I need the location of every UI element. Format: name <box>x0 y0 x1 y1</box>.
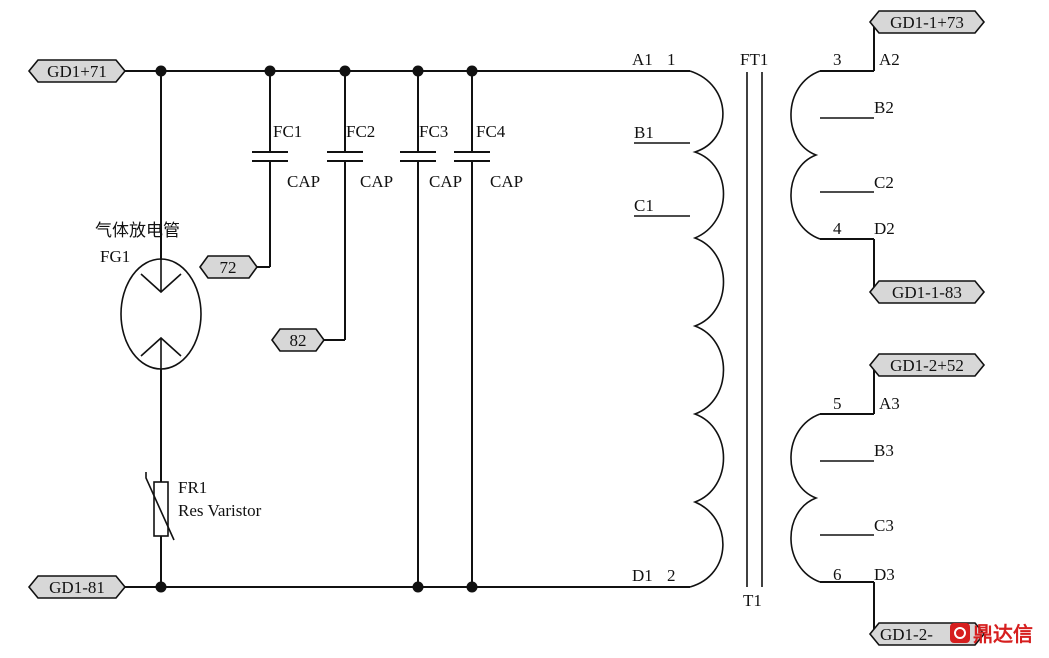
transformer-secondary-1: 3 A2 B2 C2 4 D2 <box>790 22 900 292</box>
gas-discharge-tube-fg1: 气体放电管 FG1 <box>95 71 202 482</box>
port-gd1-plus-71: GD1+71 <box>27 59 127 83</box>
svg-text:1: 1 <box>667 50 676 69</box>
svg-text:CAP: CAP <box>490 172 523 191</box>
svg-text:FC1: FC1 <box>273 122 302 141</box>
svg-text:A1: A1 <box>632 50 653 69</box>
capacitor-fc4: FC4 CAP <box>454 71 523 587</box>
svg-text:鼎达信: 鼎达信 <box>973 622 1033 646</box>
port-gd1-2-plus-52: GD1-2+52 <box>868 353 986 377</box>
port-82: 82 <box>271 328 325 352</box>
svg-text:CAP: CAP <box>429 172 462 191</box>
svg-text:D2: D2 <box>874 219 895 238</box>
svg-text:FC4: FC4 <box>476 122 506 141</box>
svg-text:GD1-1+73: GD1-1+73 <box>890 13 964 32</box>
svg-text:B1: B1 <box>634 123 654 142</box>
watermark-logo: 鼎达信 <box>950 622 1033 646</box>
varistor-name: Res Varistor <box>178 501 262 520</box>
transformer-secondary-2: 5 A3 B3 C3 6 D3 <box>790 365 900 634</box>
svg-text:GD1-1-83: GD1-1-83 <box>892 283 962 302</box>
svg-text:D3: D3 <box>874 565 895 584</box>
svg-text:C1: C1 <box>634 196 654 215</box>
svg-text:GD1-2+52: GD1-2+52 <box>890 356 964 375</box>
gas-tube-ref: FG1 <box>100 247 130 266</box>
svg-text:D1: D1 <box>632 566 653 585</box>
svg-text:FC3: FC3 <box>419 122 448 141</box>
varistor-fr1: FR1 Res Varistor <box>145 472 262 587</box>
capacitor-fc3: FC3 CAP <box>400 71 462 587</box>
svg-text:GD1-2-: GD1-2- <box>880 625 933 644</box>
transformer-core: FT1 T1 <box>740 50 768 610</box>
svg-text:B2: B2 <box>874 98 894 117</box>
svg-text:C2: C2 <box>874 173 894 192</box>
svg-text:A2: A2 <box>879 50 900 69</box>
svg-text:C3: C3 <box>874 516 894 535</box>
svg-text:T1: T1 <box>743 591 762 610</box>
svg-text:CAP: CAP <box>360 172 393 191</box>
svg-text:FC2: FC2 <box>346 122 375 141</box>
svg-text:GD1+71: GD1+71 <box>47 62 107 81</box>
varistor-ref: FR1 <box>178 478 207 497</box>
capacitor-fc2: FC2 CAP <box>323 71 393 341</box>
svg-text:A3: A3 <box>879 394 900 413</box>
svg-text:2: 2 <box>667 566 676 585</box>
capacitor-fc1: FC1 CAP <box>252 71 320 268</box>
port-gd1-1-plus-73: GD1-1+73 <box>868 10 986 34</box>
svg-text:FT1: FT1 <box>740 50 768 69</box>
svg-text:3: 3 <box>833 50 842 69</box>
gas-tube-name: 气体放电管 <box>95 221 180 241</box>
svg-text:6: 6 <box>833 565 842 584</box>
svg-text:4: 4 <box>833 219 842 238</box>
svg-text:82: 82 <box>290 331 307 350</box>
port-gd1-1-minus-83: GD1-1-83 <box>868 280 986 304</box>
svg-text:B3: B3 <box>874 441 894 460</box>
svg-text:CAP: CAP <box>287 172 320 191</box>
svg-text:GD1-81: GD1-81 <box>49 578 105 597</box>
port-gd1-minus-81: GD1-81 <box>27 575 127 599</box>
transformer-primary-winding: A1 1 B1 C1 D1 2 <box>632 50 725 588</box>
svg-text:72: 72 <box>220 258 237 277</box>
svg-text:5: 5 <box>833 394 842 413</box>
port-72: 72 <box>199 255 258 279</box>
